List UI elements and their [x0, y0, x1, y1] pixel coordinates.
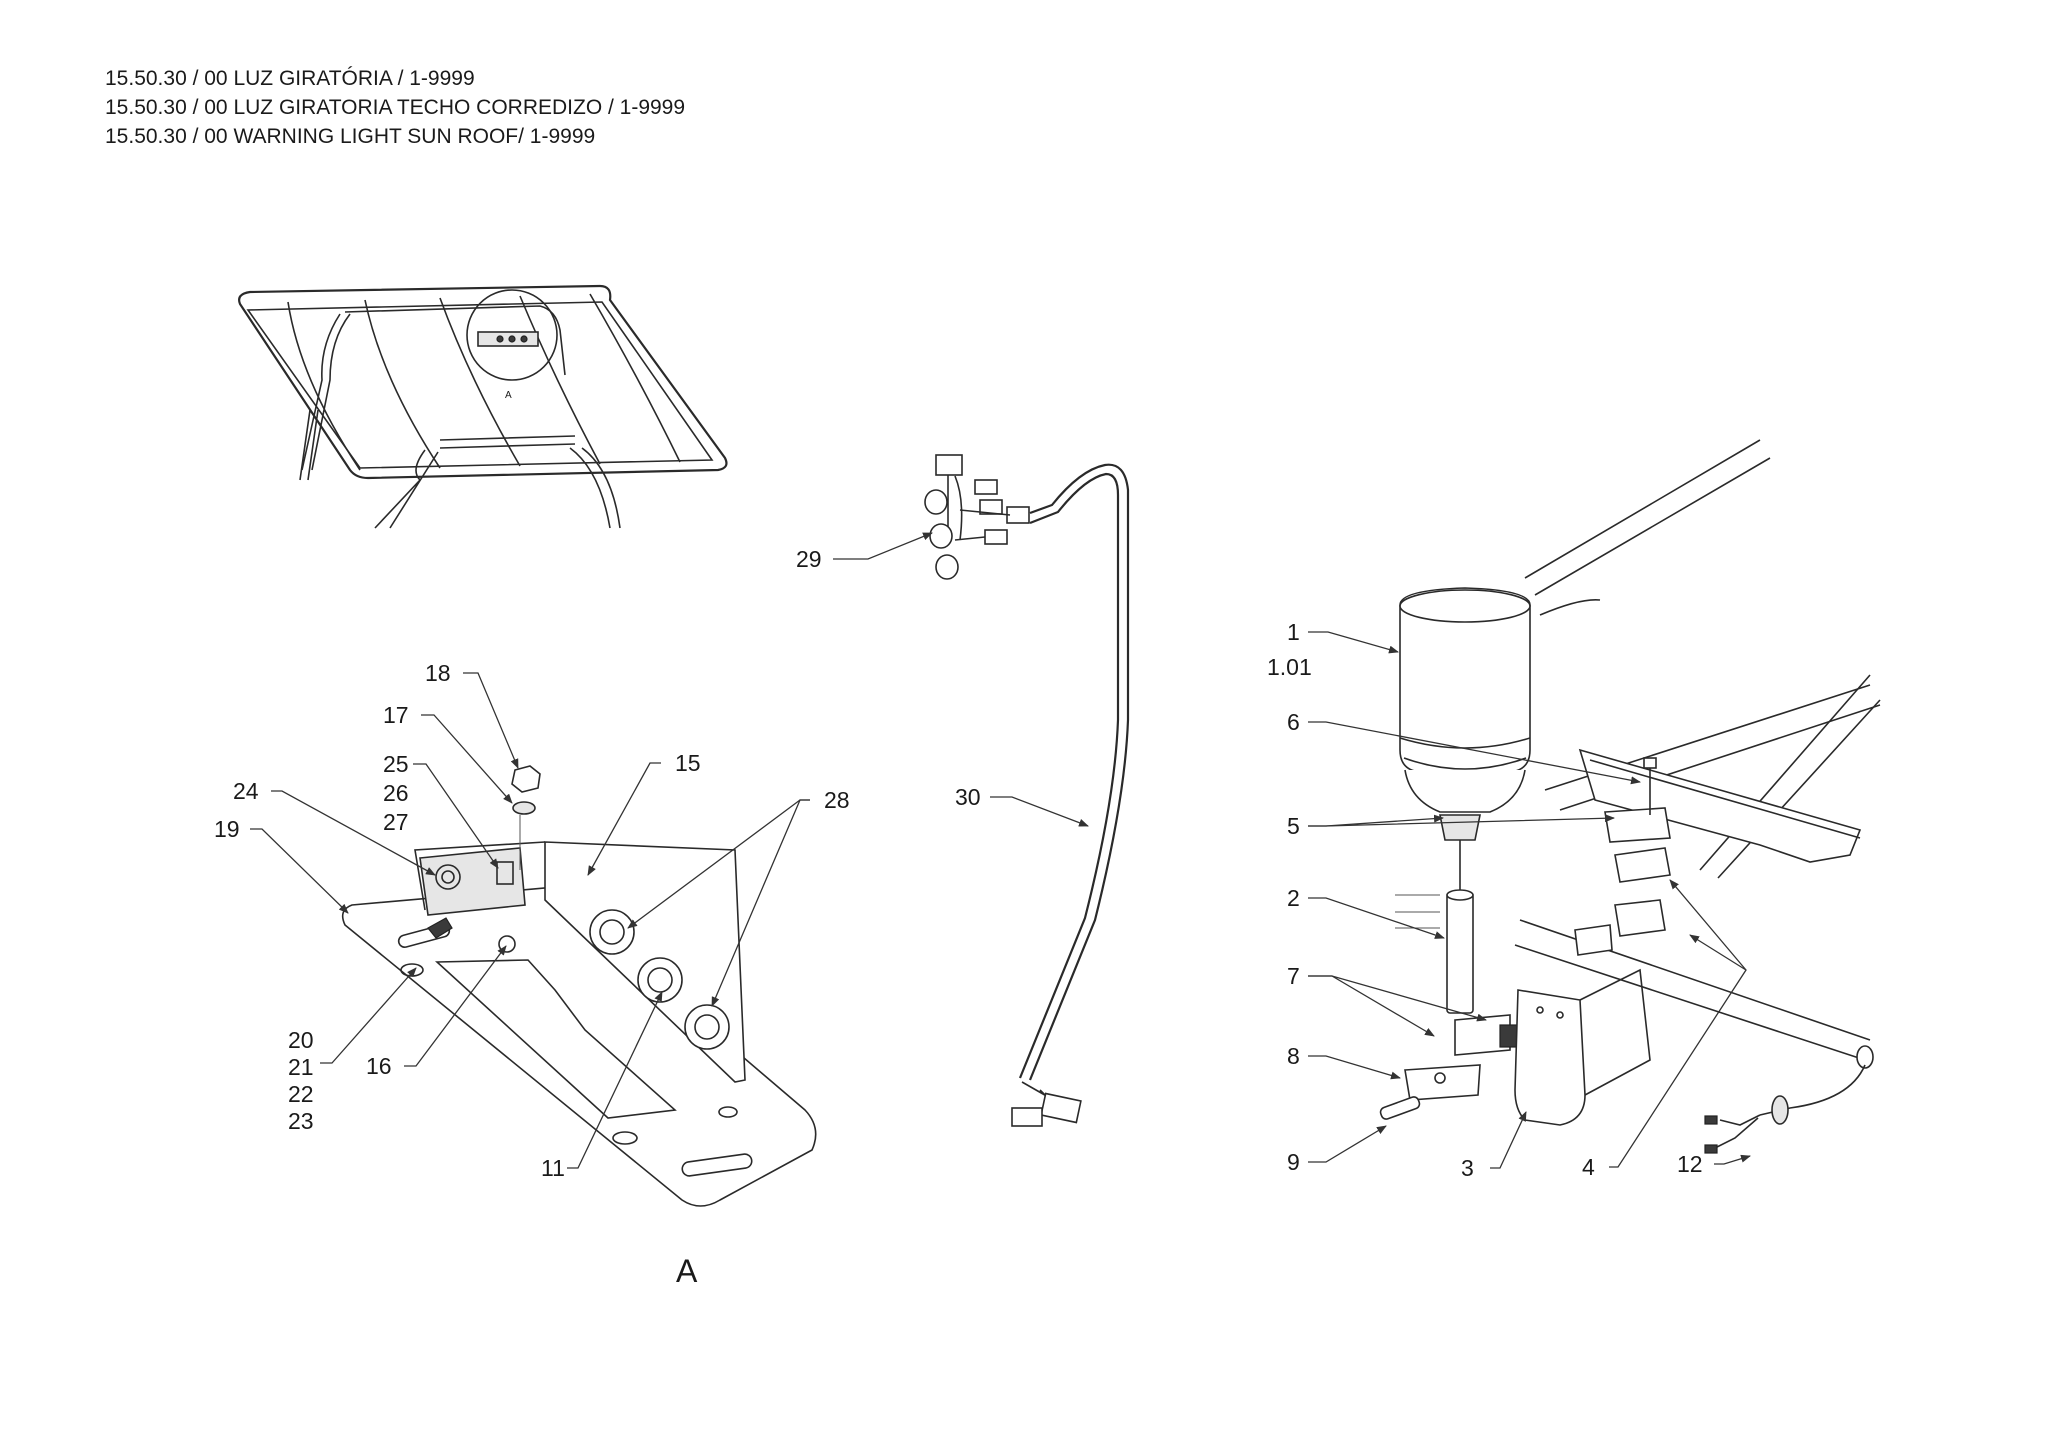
callout-17: 17 [383, 702, 409, 728]
callout-3: 3 [1461, 1155, 1474, 1181]
leader-lines [250, 532, 1751, 1169]
callout-15: 15 [675, 750, 701, 776]
callout-26: 26 [383, 780, 409, 806]
callout-8: 8 [1287, 1043, 1300, 1069]
callout-18: 18 [425, 660, 451, 686]
callout-30: 30 [955, 784, 981, 810]
callout-1: 1 [1287, 619, 1300, 645]
callout-7: 7 [1287, 963, 1300, 989]
callout-12: 12 [1677, 1151, 1703, 1177]
callout-29: 29 [796, 546, 822, 572]
callout-19: 19 [214, 816, 240, 842]
detail-view-label: A [676, 1253, 698, 1289]
document-header: 15.50.30 / 00 LUZ GIRATÓRIA / 1-9999 15.… [105, 64, 685, 151]
callout-4: 4 [1582, 1154, 1595, 1180]
callout-24: 24 [233, 778, 259, 804]
callout-27: 27 [383, 809, 409, 835]
callout-22: 22 [288, 1081, 314, 1107]
callout-6: 6 [1287, 709, 1300, 735]
callout-20: 20 [288, 1027, 314, 1053]
callout-23: 23 [288, 1108, 314, 1134]
callout-9: 9 [1287, 1149, 1300, 1175]
canopy-overview: A [238, 284, 728, 529]
callout-1-01: 1.01 [1267, 654, 1312, 680]
beacon-assembly [1379, 439, 1881, 1154]
detail-marker-small: A [505, 390, 512, 401]
header-line-3: 15.50.30 / 00 WARNING LIGHT SUN ROOF/ 1-… [105, 125, 596, 148]
header-line-1: 15.50.30 / 00 LUZ GIRATÓRIA / 1-9999 [105, 67, 475, 90]
wiring-harness [924, 454, 1130, 1127]
callout-25: 25 [383, 751, 409, 777]
header-line-2: 15.50.30 / 00 LUZ GIRATORIA TECHO CORRED… [105, 96, 686, 119]
callout-2: 2 [1287, 885, 1300, 911]
callout-labels: 18 17 25 26 27 24 19 15 28 20 21 22 23 1… [214, 546, 1703, 1289]
callout-5: 5 [1287, 813, 1300, 839]
callout-16: 16 [366, 1053, 392, 1079]
callout-11: 11 [541, 1155, 565, 1181]
detail-a-mounting-plate [341, 765, 817, 1207]
callout-28: 28 [824, 787, 850, 813]
callout-21: 21 [288, 1054, 314, 1080]
